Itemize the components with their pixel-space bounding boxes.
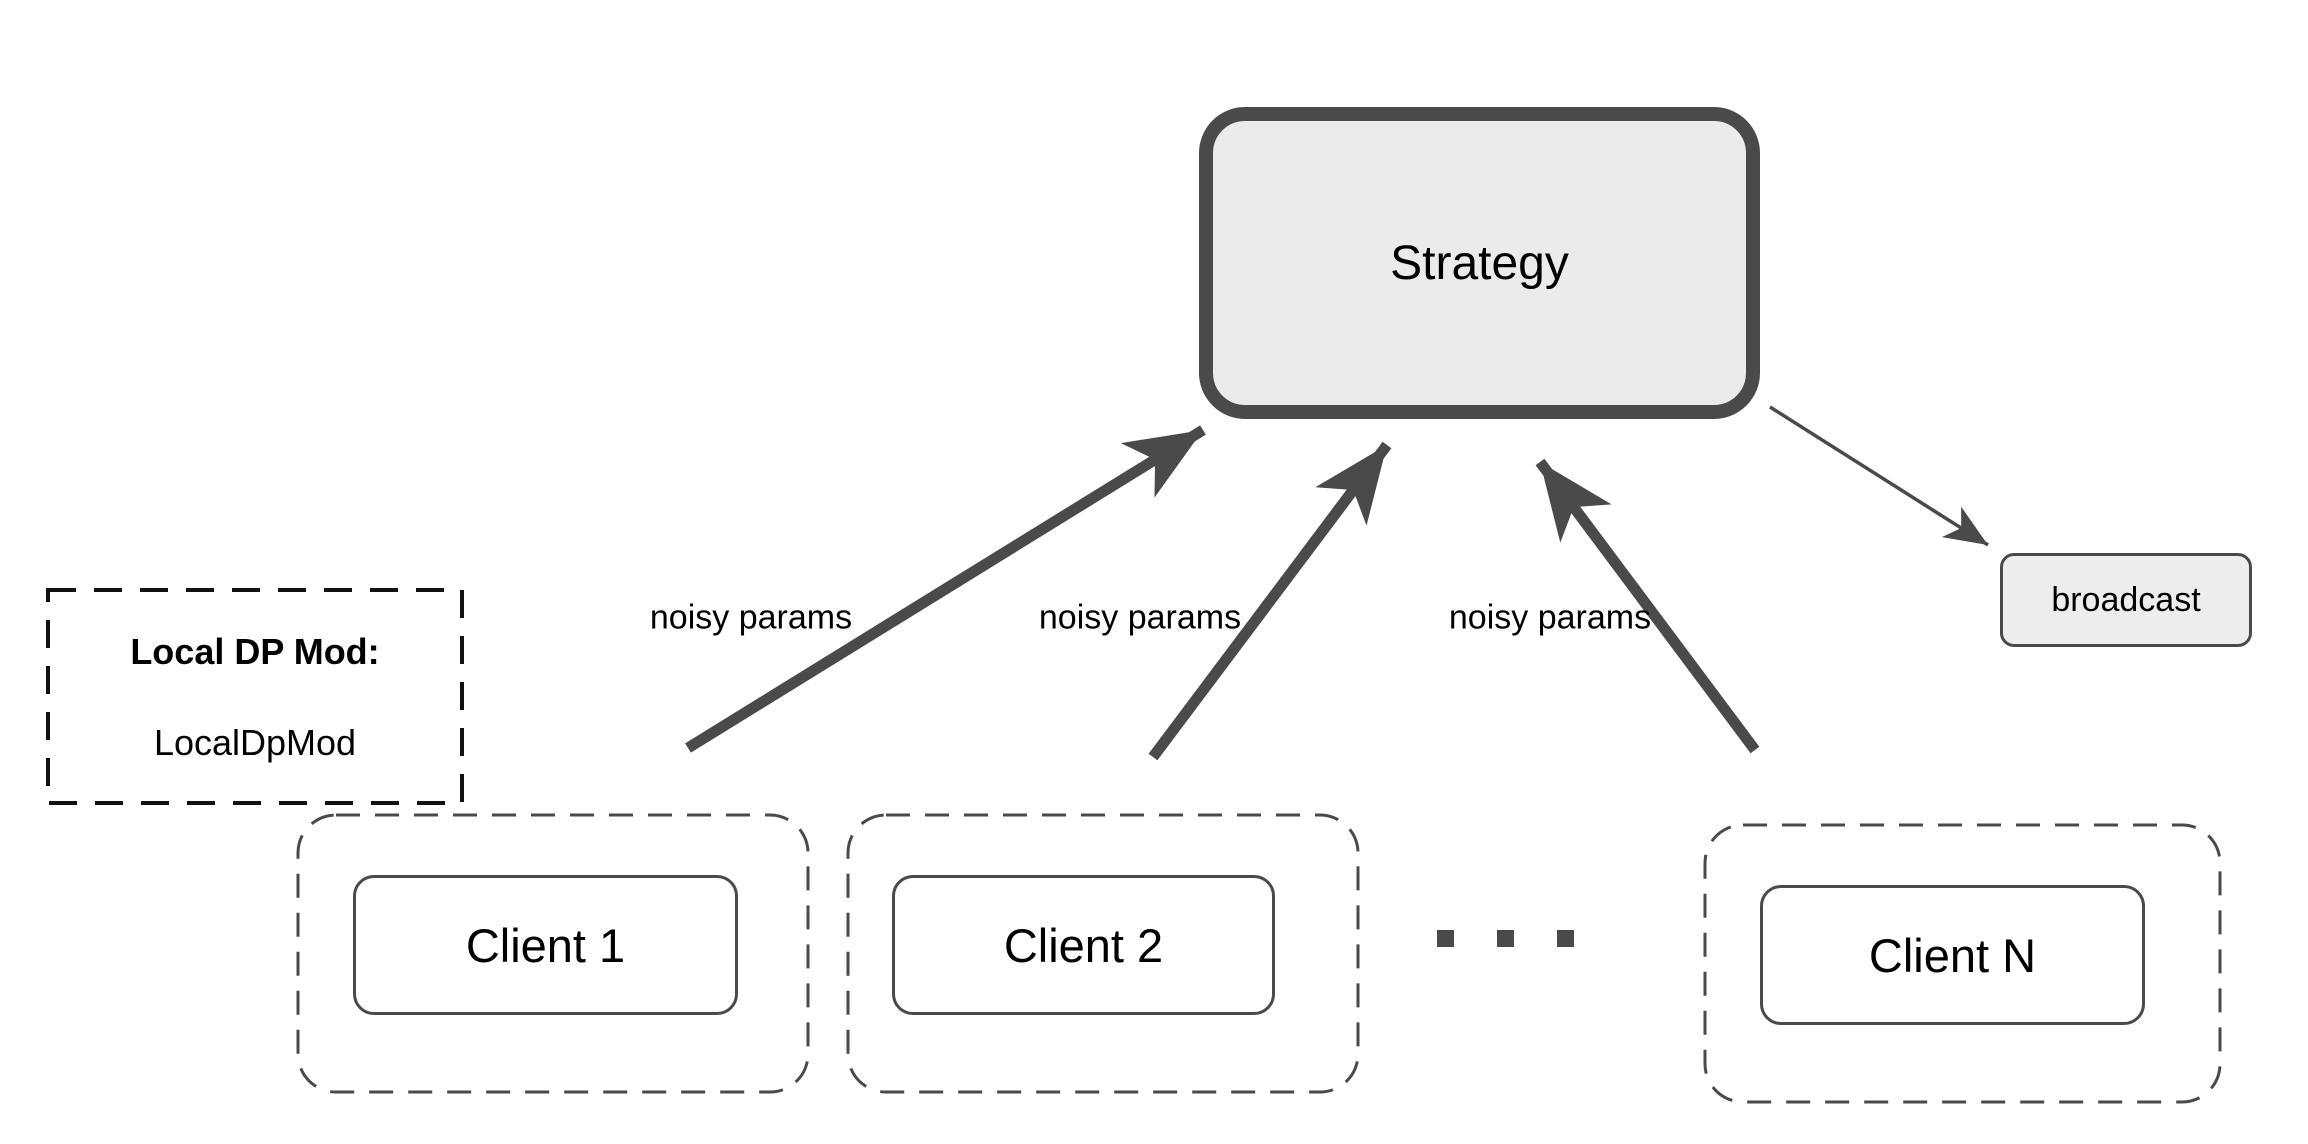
client-n-group-border	[1703, 823, 2222, 1104]
ellipsis-dot	[1437, 930, 1454, 947]
edge-client2-to-strategy	[1148, 441, 1392, 761]
local-dp-note-title: Local DP Mod:	[130, 631, 380, 672]
edge-strategy-to-broadcast	[1769, 405, 1989, 547]
local-dp-note-border	[46, 588, 464, 805]
strategy-label: Strategy	[1390, 236, 1569, 290]
ellipsis-dot	[1497, 930, 1514, 947]
broadcast-label: broadcast	[2051, 580, 2201, 619]
local-dp-note: Local DP Mod: LocalDpMod	[48, 590, 462, 803]
clients-ellipsis	[1437, 930, 1574, 947]
client-n-node: Client N	[1760, 885, 2145, 1025]
strategy-node: Strategy	[1199, 107, 1760, 419]
client-1-node: Client 1	[353, 875, 738, 1015]
local-dp-note-value: LocalDpMod	[153, 722, 357, 763]
edge-label-noisy-params-1: noisy params	[649, 598, 853, 637]
broadcast-node: broadcast	[2000, 553, 2252, 647]
client-2-node: Client 2	[892, 875, 1275, 1015]
client-2-label: Client 2	[1003, 918, 1164, 972]
edge-client1-to-strategy	[685, 425, 1206, 753]
ellipsis-dot	[1557, 930, 1574, 947]
edge-label-noisy-params-2: noisy params	[1038, 598, 1242, 637]
client-2-group-border	[846, 813, 1360, 1094]
edge-clientn-to-strategy	[1535, 458, 1760, 754]
client-1-group-border	[296, 813, 810, 1094]
client-1-label: Client 1	[465, 918, 626, 972]
edge-label-noisy-params-3: noisy params	[1448, 598, 1652, 637]
client-n-label: Client N	[1868, 928, 2037, 982]
